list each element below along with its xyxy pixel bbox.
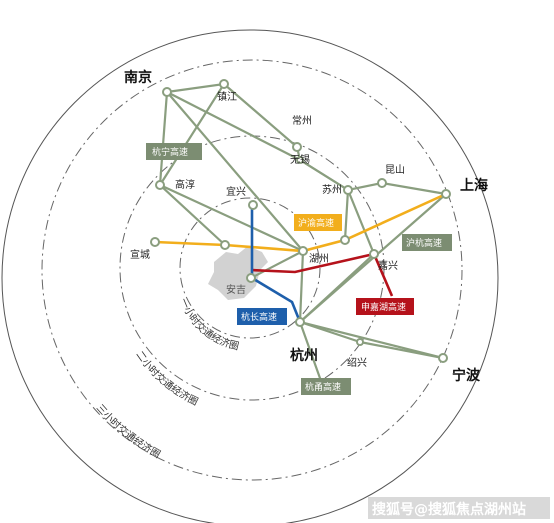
svg-text:杭宁高速: 杭宁高速 [152,146,188,158]
tag-hangyong: 杭甬高速 [301,378,351,395]
hangchang-highway [250,205,302,323]
label-anji: 安吉 [226,283,246,296]
node-huzhou [298,246,308,256]
svg-text:杭甬高速: 杭甬高速 [305,381,341,393]
svg-text:申嘉湖高速: 申嘉湖高速 [361,301,406,313]
city-nodes [150,79,451,363]
node-shanghai [441,189,451,199]
node-shaoxing [356,338,364,346]
node-nanjing [162,87,172,97]
label-gaochun: 高淳 [175,178,195,191]
node-anji [246,273,256,283]
label-shanghai: 上海 [460,177,488,194]
node-xuancheng [150,237,160,247]
tag-hangchang: 杭长高速 [237,308,287,325]
node-hangzhou [295,317,305,327]
node-kunshan [377,178,387,188]
tag-hangning: 杭宁高速 [146,143,202,160]
label-xuancheng: 宣城 [130,248,150,261]
shenjiahu-highway [250,252,394,297]
label-ring-two-hour: 二小时交通经济圈 [133,349,200,408]
node-changzhou [292,142,302,152]
svg-text:沪杭高速: 沪杭高速 [406,237,442,249]
label-kunshan: 昆山 [385,164,405,176]
node-wuxi [296,156,304,164]
label-jiaxing: 嘉兴 [378,259,398,272]
label-huzhou: 湖州 [309,253,329,265]
label-ring-three-hour: 三小时交通经济圈 [94,403,163,461]
svg-text:杭长高速: 杭长高速 [241,311,277,323]
label-hangzhou: 杭州 [290,347,318,364]
label-ring-one-hour: 一小时交通经济圈 [177,297,240,353]
node-jiaxing [369,249,379,259]
watermark-bg [368,497,550,519]
node-ningbo [438,353,448,363]
label-changzhou: 常州 [292,114,312,127]
node-mid [220,240,230,250]
label-wuxi: 无锡 [290,153,310,166]
node-yixing [248,200,258,210]
node-zhenjiang [219,79,229,89]
tag-shenjiahu: 申嘉湖高速 [356,298,414,315]
label-nanjing: 南京 [124,69,152,86]
outer-ring [1,29,499,523]
watermark: 搜狐号@搜狐焦点湖州站 [372,501,526,518]
label-yixing: 宜兴 [226,185,246,198]
tag-huyu: 沪渝高速 [294,214,342,231]
svg-text:沪渝高速: 沪渝高速 [298,217,334,229]
node-suzhou [343,185,353,195]
ring-one-hour [179,197,321,339]
ring-three-hour [41,59,463,481]
label-ningbo: 宁波 [452,367,481,384]
label-shaoxing: 绍兴 [347,356,367,369]
label-zhenjiang: 镇江 [217,90,237,103]
node-gaochun [155,180,165,190]
label-suzhou: 苏州 [322,183,342,196]
tag-huhang: 沪杭高速 [402,234,452,251]
node-huyu-junction [340,235,350,245]
